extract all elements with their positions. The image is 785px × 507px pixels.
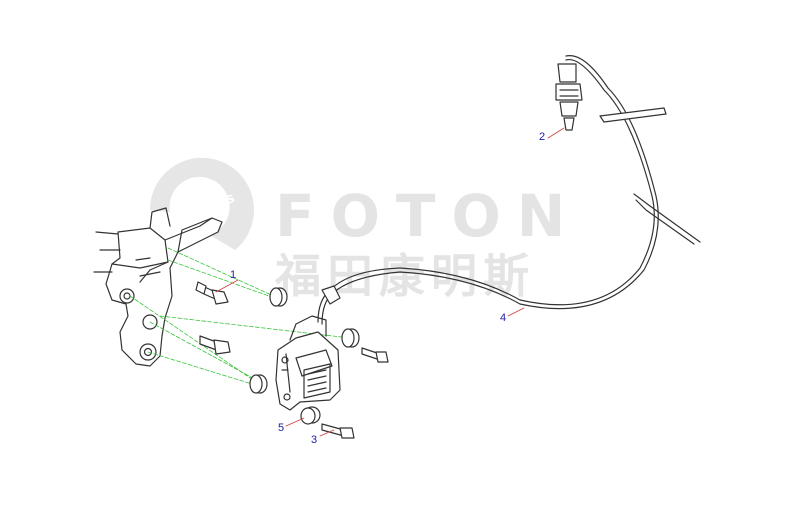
grommet-upper <box>269 287 288 307</box>
grommet-lower-left <box>249 374 268 394</box>
sensor-harness-cable <box>317 55 701 325</box>
bolt-upper <box>195 281 229 305</box>
callout-3[interactable]: 3 <box>311 434 318 446</box>
sensor-probe <box>555 63 583 131</box>
assembly-guide-lines <box>129 247 351 387</box>
bolt-right <box>361 347 389 363</box>
bolt-lower <box>199 335 231 355</box>
callout-leaders <box>215 127 565 437</box>
mounting-bracket <box>93 207 223 367</box>
sensor-control-module <box>275 315 341 411</box>
grommet-lower <box>300 406 321 425</box>
callout-2[interactable]: 2 <box>539 131 546 143</box>
bolt-item-3 <box>321 423 355 439</box>
callout-4[interactable]: 4 <box>500 312 507 324</box>
callout-5[interactable]: 5 <box>278 422 285 434</box>
callout-1[interactable]: 1 <box>230 269 237 281</box>
grommet-right <box>341 328 360 348</box>
